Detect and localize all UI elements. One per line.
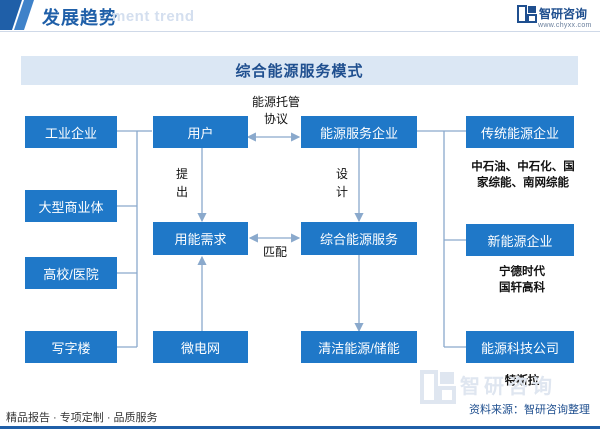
label-design-2: 计	[335, 185, 348, 199]
node-office-building: 写字楼	[25, 331, 117, 363]
company-logo-url: www.chyxx.com	[538, 22, 592, 29]
examples-new-line2: 国轩高科	[499, 282, 545, 294]
node-large-commercial: 大型商业体	[25, 190, 117, 222]
section-subtitle-watermark: ment trend	[112, 8, 195, 25]
label-agreement-line2: 协议	[263, 112, 288, 126]
footer-bar	[0, 426, 600, 429]
label-propose-2: 出	[175, 185, 188, 199]
company-logo-icon	[517, 5, 537, 23]
node-new-energy-company: 新能源企业	[466, 224, 574, 256]
node-energy-tech-company: 能源科技公司	[466, 331, 574, 363]
label-propose-1: 提	[175, 167, 188, 181]
examples-traditional-line1: 中石油、中石化、国	[471, 161, 575, 173]
footer-source: 资料来源：智研咨询整理	[469, 404, 590, 416]
examples-tech: 特斯拉	[504, 375, 540, 387]
label-design-1: 设	[335, 167, 348, 181]
watermark-text: 智研咨询	[460, 376, 556, 398]
watermark-logo-icon	[420, 370, 456, 404]
node-microgrid: 微电网	[153, 331, 248, 363]
node-clean-energy-storage: 清洁能源/储能	[301, 331, 417, 363]
header-divider	[0, 31, 600, 32]
diagram-title: 综合能源服务模式	[21, 56, 578, 85]
node-energy-service-company: 能源服务企业	[301, 116, 417, 148]
node-integrated-energy-service: 综合能源服务	[301, 222, 417, 255]
header-decoration	[0, 0, 34, 30]
node-user: 用户	[153, 116, 248, 148]
examples-traditional-line2: 家综能、南网综能	[477, 177, 569, 189]
company-logo-name: 智研咨询	[539, 7, 588, 21]
label-match: 匹配	[262, 245, 287, 259]
section-title: 发展趋势	[42, 8, 118, 28]
examples-new-line1: 宁德时代	[499, 266, 545, 278]
node-energy-demand: 用能需求	[153, 222, 248, 255]
node-university-hospital: 高校/医院	[25, 257, 117, 289]
node-traditional-energy-company: 传统能源企业	[466, 116, 574, 148]
label-agreement-line1: 能源托管	[251, 95, 300, 109]
footer-slogan: 精品报告 · 专项定制 · 品质服务	[6, 412, 158, 424]
node-industrial-enterprise: 工业企业	[25, 116, 117, 148]
